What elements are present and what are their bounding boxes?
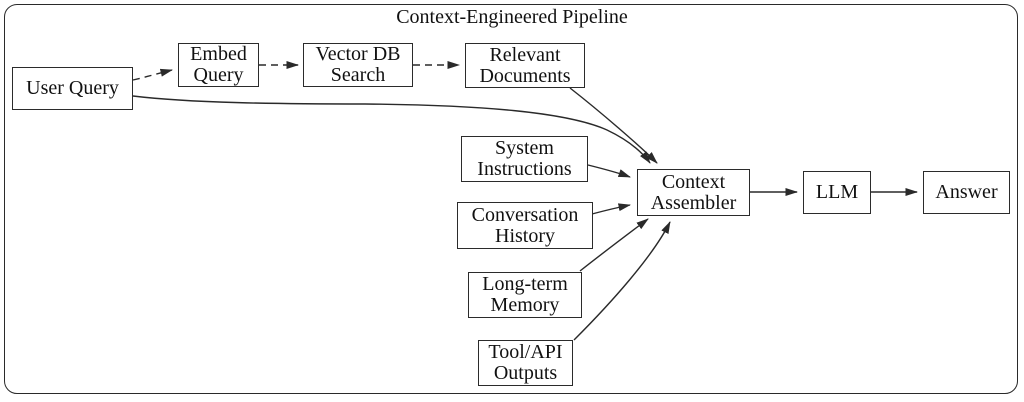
node-conversation-history: Conversation History: [457, 202, 593, 249]
node-user-query: User Query: [12, 67, 133, 110]
node-answer: Answer: [923, 171, 1010, 214]
node-context-assembler: Context Assembler: [637, 169, 750, 216]
node-vector-db-search: Vector DB Search: [303, 43, 413, 87]
node-tool-api-outputs: Tool/API Outputs: [478, 340, 573, 386]
node-relevant-documents: Relevant Documents: [465, 43, 585, 88]
pipeline-cluster-border: [4, 4, 1018, 394]
diagram-title: Context-Engineered Pipeline: [396, 6, 628, 28]
node-system-instructions: System Instructions: [461, 136, 588, 182]
node-long-term-memory: Long-term Memory: [468, 272, 582, 318]
node-llm: LLM: [803, 171, 871, 214]
node-embed-query: Embed Query: [178, 43, 259, 87]
